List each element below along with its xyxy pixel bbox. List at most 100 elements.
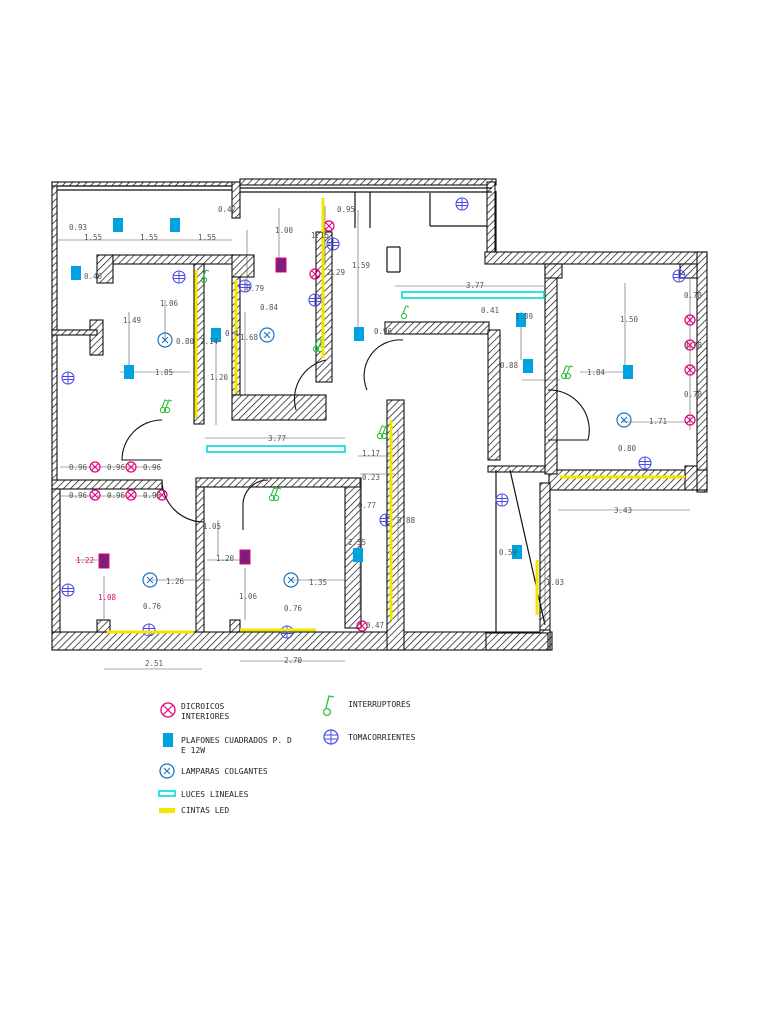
wall-segment — [487, 329, 501, 461]
dimension-label-d080b: 0.80 — [618, 444, 637, 453]
dimension-label-d076a: 0.76 — [143, 602, 162, 611]
wall-line — [509, 469, 546, 626]
dimension-lines — [57, 206, 691, 670]
tomacorriente-icon — [638, 456, 652, 470]
dimension-label-d096r1c: 0.96 — [143, 463, 162, 472]
wall-segment — [684, 465, 698, 491]
dimension-label-d105: 1.05 — [203, 522, 221, 531]
wall-segment — [231, 254, 255, 278]
dimension-label-d096b: 0.96 — [374, 327, 393, 336]
dimension-label-d159: 1.59 — [352, 261, 370, 270]
dicroico-icon — [684, 339, 696, 351]
dimension-label-d046: 0.46 — [84, 272, 103, 281]
dicroico-icon — [309, 268, 321, 280]
luz-lineal-icon — [401, 291, 545, 299]
wall-segment — [193, 263, 205, 425]
dimension-label-d096r2a: 0.96 — [69, 491, 88, 500]
dimension-label-d155b: 1.55 — [140, 233, 158, 242]
interruptor-icon — [400, 305, 410, 320]
dimension-label-d095: 0.95 — [337, 205, 355, 214]
dimension-label-d077: 0.77 — [358, 501, 376, 510]
feature-box-icon — [275, 257, 287, 273]
dimension-label-d150: 1.50 — [620, 315, 639, 324]
legend-label-interruptores: INTERRUPTORES — [348, 700, 411, 709]
feature-box-icon — [239, 549, 251, 565]
dimension-label-d270: 2.70 — [284, 656, 303, 665]
wall-segment — [229, 619, 241, 633]
interruptor-icon — [560, 365, 570, 380]
legend-dicroico-icon — [160, 702, 176, 718]
dimension-label-d168: 1.68 — [240, 333, 259, 342]
door-swing — [547, 389, 590, 441]
door-swing — [161, 479, 205, 523]
dimension-label-d115: 1.15 — [311, 231, 329, 240]
interruptor-icon — [268, 487, 278, 502]
wall-segment — [51, 631, 553, 651]
colgante-icon — [616, 412, 632, 428]
dicroico-icon — [684, 364, 696, 376]
plafon-icon — [623, 365, 633, 379]
dimension-label-d117: 1.17 — [362, 449, 380, 458]
plafon-icon — [516, 313, 526, 327]
colgante-icon — [283, 572, 299, 588]
wall-segment — [112, 254, 244, 265]
dimension-label-d139: 1.39 — [515, 312, 533, 321]
dimension-label-d084: 0.84 — [260, 303, 279, 312]
wall-segment — [89, 319, 104, 356]
dimension-label-d388: 3.88 — [397, 516, 416, 525]
dicroico-icon — [125, 461, 137, 473]
wall-segment — [195, 486, 205, 633]
dimension-label-d04: 0.4 — [225, 329, 239, 338]
wall-segment — [487, 465, 549, 473]
wall-segment — [485, 632, 549, 651]
tomacorriente-icon — [172, 270, 186, 284]
dimension-label-d078c: 0.78 — [684, 390, 703, 399]
dimension-label-d078b: 0.78 — [684, 341, 703, 350]
dimension-label-d096r2b: 0.96 — [107, 491, 126, 500]
door-swing — [242, 479, 269, 530]
dimension-label-d096r1b: 0.96 — [107, 463, 126, 472]
dimension-label-d108: 1.08 — [98, 593, 117, 602]
wall-segment — [548, 469, 708, 491]
tomacorriente-icon — [61, 371, 75, 385]
wall-segment — [544, 263, 563, 279]
dimension-label-d120a: 1.20 — [210, 373, 229, 382]
wall-segment — [195, 477, 361, 488]
tomacorriente-icon — [455, 197, 469, 211]
dimension-label-d251: 2.51 — [145, 659, 163, 668]
dimension-label-d093: 0.93 — [69, 223, 87, 232]
dimension-label-d088: 0.88 — [500, 361, 519, 370]
doors — [121, 339, 590, 530]
wall-segment — [544, 263, 558, 475]
legend-plafon-icon — [163, 733, 173, 747]
dimension-label-d155c: 1.55 — [198, 233, 216, 242]
interruptor-icon — [200, 269, 210, 284]
legend-label-tomacorrientes: TOMACORRIENTES — [348, 733, 416, 742]
plafon-icon — [512, 545, 522, 559]
wall-segment — [231, 181, 241, 219]
plafon-icon — [354, 327, 364, 341]
dimension-label-d184: 1.84 — [587, 368, 606, 377]
dimension-label-d135: 1.35 — [309, 578, 327, 587]
dimension-label-d079: 0.79 — [246, 284, 264, 293]
tomacorriente-icon — [142, 623, 156, 637]
legend-led-icon — [159, 808, 175, 813]
legend-tomacorriente-icon — [323, 729, 339, 745]
dimension-label-d059: 0.59 — [499, 548, 517, 557]
tomacorriente-icon — [238, 279, 252, 293]
feature-box-icon — [98, 553, 110, 569]
dicroico-icon — [89, 461, 101, 473]
legend-lineal-icon — [158, 790, 176, 797]
plafon-icon — [523, 359, 533, 373]
legend-label-lineales: LUCES LINEALES — [181, 790, 249, 799]
door-swing — [293, 359, 327, 411]
dicroico-icon — [125, 489, 137, 501]
dimension-label-d078a: 0.78 — [684, 291, 703, 300]
wall-segment — [51, 488, 61, 633]
legend-colgante-icon — [159, 763, 175, 779]
wall-segment — [484, 251, 708, 265]
dimension-label-d377a: 3.77 — [466, 281, 484, 290]
wall-segment — [696, 251, 708, 493]
colgante-icon — [157, 332, 173, 348]
